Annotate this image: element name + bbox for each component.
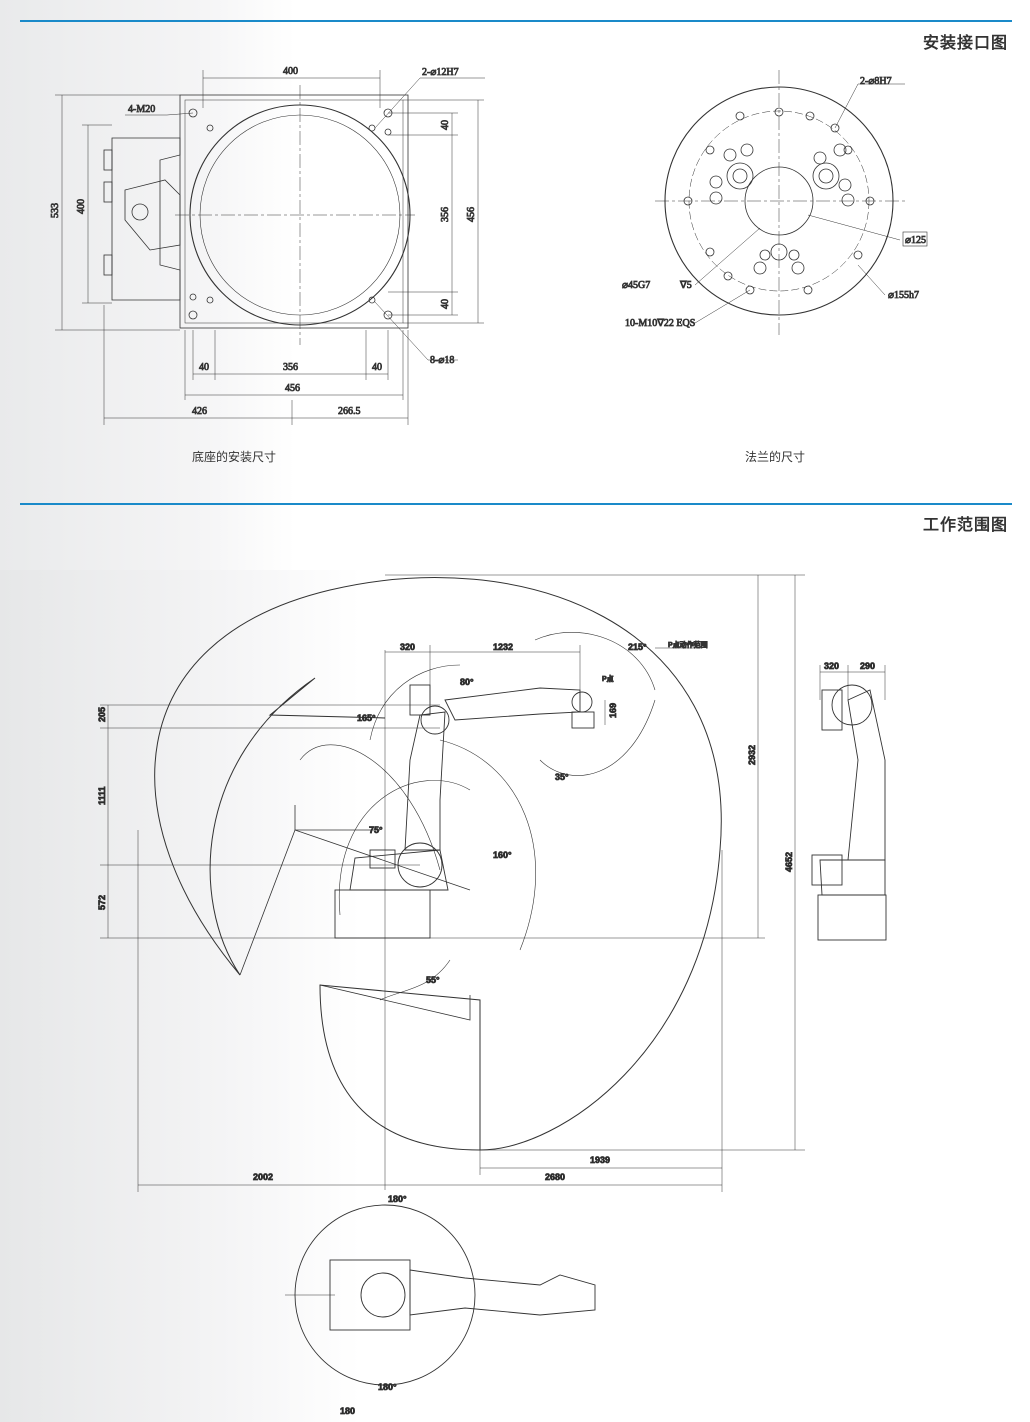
wr-dim-320: 320 (400, 642, 415, 652)
section-title-workrange: 工作范围图 (922, 517, 1008, 534)
flange-dim-45g7-depth: ∇5 (679, 280, 692, 291)
wr-dim-169: 169 (608, 703, 618, 718)
bolt-hole (188, 310, 198, 320)
base-dim-m20: 4-M20 (128, 104, 155, 115)
wr-dim-2680: 2680 (545, 1172, 565, 1182)
robot-joint-3 (420, 705, 450, 735)
robot-flange (571, 711, 595, 729)
base-plate-inner (184, 99, 404, 324)
flange-dim-125: ⌀125 (905, 235, 926, 246)
wr-dim-160deg: 160° (493, 850, 512, 860)
flange-dim-155: ⌀155h7 (888, 290, 919, 301)
flange-boss (812, 162, 840, 190)
wr-dim-2932: 2932 (747, 745, 757, 765)
section-title-install: 安装接口图 (922, 35, 1008, 52)
cable-box-outline (111, 137, 181, 301)
robot-motor (409, 684, 431, 716)
bolt-hole (368, 124, 376, 132)
base-dim-right-40a: 40 (440, 120, 451, 130)
robot-side-view (811, 684, 887, 941)
caption-base: 底座的安装尺寸 (192, 450, 277, 464)
wr-side-dim-290: 290 (860, 661, 875, 671)
robot-motor (369, 849, 396, 869)
flange-drawing: 2-⌀8H7 ⌀125 ⌀45G7 ∇5 10-M10∇22 EQS ⌀155h… (622, 70, 928, 335)
base-dim-left-533: 533 (50, 203, 61, 218)
bolt-hole (206, 296, 214, 304)
section-rule-install (20, 20, 1012, 22)
robot-base (334, 889, 431, 939)
robot-top-view (285, 1204, 596, 1386)
base-dim-hole-spec: 2-⌀12H7 (422, 67, 459, 78)
wr-p-point: P点 (602, 674, 614, 683)
wr-dim-1939: 1939 (590, 1155, 610, 1165)
connector-port (103, 149, 113, 171)
base-mounting-drawing: 400 2-⌀12H7 4-M20 533 400 40 356 456 40 … (50, 66, 485, 425)
wr-dim-35deg: 35° (555, 772, 569, 782)
wr-dim-180-top: 180° (388, 1194, 407, 1204)
wr-dim-180-cut: 180 (340, 1406, 355, 1416)
wr-dim-55deg: 55° (426, 975, 440, 985)
base-dim-left-400: 400 (76, 199, 87, 214)
caption-flange: 法兰的尺寸 (745, 450, 806, 464)
base-dim-right-40b: 40 (440, 299, 451, 309)
flange-boss (770, 243, 788, 261)
wr-dim-165deg: 165° (357, 713, 376, 723)
bolt-hole (188, 108, 198, 118)
work-range-drawing: 320 1232 215° P点动作范围 P点 169 80° 165° 35°… (97, 574, 887, 1416)
bolt-hole (189, 293, 197, 301)
wr-dim-205: 205 (97, 707, 107, 722)
base-dim-bottom-456: 456 (285, 383, 300, 394)
wr-p-label: P点动作范围 (668, 640, 708, 649)
section-rule-workrange (20, 503, 1012, 505)
robot-lower-arm (404, 711, 446, 851)
connector-circle (131, 203, 149, 221)
flange-dim-45g7: ⌀45G7 (622, 280, 650, 291)
wr-dim-4652: 4652 (784, 852, 794, 872)
background-gradient-lower (0, 570, 1030, 1422)
wr-dim-1111: 1111 (97, 786, 107, 805)
side-arm (847, 689, 886, 861)
flange-boss (732, 168, 748, 184)
bolt-hole (206, 124, 214, 132)
robot-wrist (571, 691, 593, 713)
work-envelope-outer (154, 577, 722, 1151)
connector-port (103, 254, 113, 276)
wr-dim-75deg: 75° (369, 825, 383, 835)
bolt-hole (368, 296, 376, 304)
flange-boss (818, 168, 834, 184)
wr-dim-2002: 2002 (253, 1172, 273, 1182)
cable-connector (124, 179, 181, 251)
connector-port (103, 181, 113, 203)
bolt-hole (384, 128, 392, 136)
flange-dim-m10: 10-M10∇22 EQS (625, 318, 695, 329)
robot-upper-arm (444, 687, 581, 721)
base-dim-bottom-426: 426 (192, 406, 207, 417)
flange-boss (726, 162, 754, 190)
base-dim-top-400: 400 (283, 66, 298, 77)
base-dim-bottom-40b: 40 (372, 362, 382, 373)
wr-side-dim-320: 320 (824, 661, 839, 671)
base-dim-bottom-40a: 40 (199, 362, 209, 373)
wr-dim-572: 572 (97, 895, 107, 910)
side-base (817, 894, 887, 941)
side-joint (831, 684, 873, 726)
base-dim-right-456: 456 (466, 207, 477, 222)
base-dim-right-356: 356 (440, 207, 451, 222)
base-dim-holes-18: 8-⌀18 (430, 355, 454, 366)
base-dim-bottom-356: 356 (283, 362, 298, 373)
wr-dim-180-bottom: 180° (378, 1382, 397, 1392)
wr-dim-215deg: 215° (628, 642, 647, 652)
flange-dim-pin: 2-⌀8H7 (860, 76, 892, 87)
wr-dim-1232: 1232 (493, 642, 513, 652)
base-dim-bottom-2665: 266.5 (338, 406, 361, 417)
wr-dim-80deg: 80° (460, 677, 474, 687)
